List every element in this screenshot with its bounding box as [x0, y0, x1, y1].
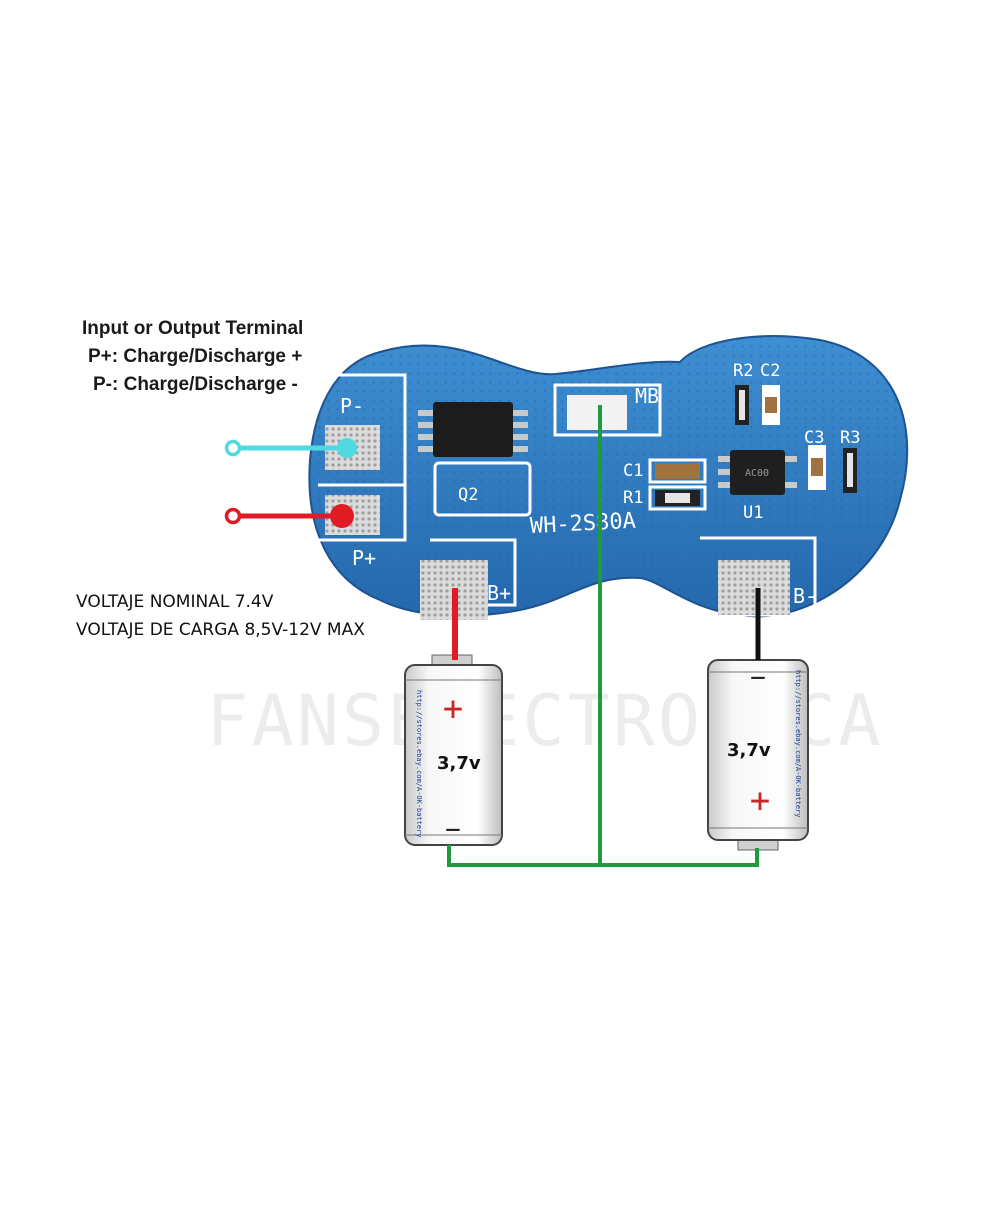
- p-minus-description: P-: Charge/Discharge -: [93, 374, 298, 395]
- nominal-voltage: VOLTAJE NOMINAL 7.4V: [76, 592, 274, 612]
- battery-right: http://stores.ebay.com/A-OK-battery − +: [707, 659, 809, 851]
- label-c3: C3: [804, 428, 824, 448]
- label-r3: R3: [840, 428, 860, 448]
- ic-u1: AC00: [718, 450, 797, 495]
- cell-left-minus: −: [445, 815, 461, 845]
- wire-p-minus: [224, 438, 357, 458]
- label-p-minus: P-: [340, 394, 364, 418]
- label-b-minus: B-: [793, 584, 817, 608]
- cell-left-sticker: http://stores.ebay.com/A-OK-battery: [415, 690, 423, 838]
- wire-mid: [447, 405, 759, 867]
- cell-right-minus: −: [750, 663, 766, 693]
- label-r1: R1: [623, 488, 643, 508]
- pad-mid: [567, 395, 627, 430]
- board-model: WH-2S80A: [529, 509, 636, 540]
- cell-left-voltage: 3,7v: [437, 753, 481, 774]
- label-p-plus: P+: [352, 546, 376, 570]
- wire-p-plus: [224, 504, 354, 528]
- label-c1: C1: [623, 461, 643, 481]
- pad-b-minus: [718, 560, 790, 615]
- cell-right-voltage: 3,7v: [727, 740, 771, 761]
- label-q2: Q2: [458, 485, 478, 505]
- cell-right-sticker: http://stores.ebay.com/A-OK-battery: [794, 670, 802, 818]
- label-u1: U1: [743, 503, 763, 523]
- label-c2: C2: [760, 361, 780, 381]
- battery-left: http://stores.ebay.com/A-OK-battery + −: [404, 654, 503, 846]
- charge-voltage: VOLTAJE DE CARGA 8,5V-12V MAX: [76, 620, 365, 640]
- label-mb: MB: [635, 384, 659, 408]
- smd-components: [655, 385, 857, 506]
- label-b-plus: B+: [487, 581, 511, 605]
- cell-right-plus: +: [750, 781, 770, 821]
- svg-text:AC00: AC00: [745, 468, 769, 479]
- cell-left-plus: +: [443, 689, 463, 729]
- p-plus-description: P+: Charge/Discharge +: [88, 346, 303, 367]
- terminal-title: Input or Output Terminal: [82, 318, 304, 339]
- mosfet-chip: [418, 402, 528, 457]
- label-r2: R2: [733, 361, 753, 381]
